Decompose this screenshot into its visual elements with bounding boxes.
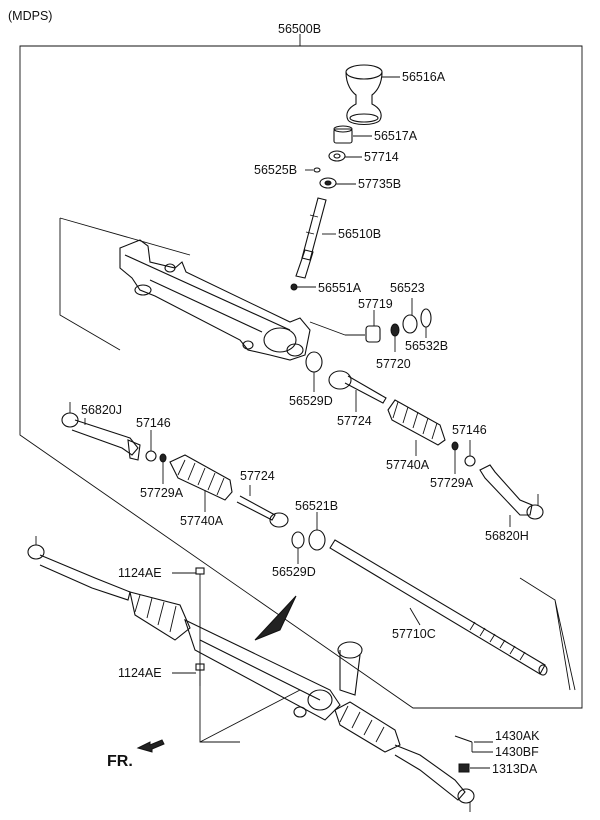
- nut-57146-right: [464, 455, 476, 467]
- ring-56529D-upper: [305, 351, 323, 373]
- system-tag: (MDPS): [8, 9, 53, 23]
- ball-56551A: [290, 283, 298, 291]
- part-label-57714: 57714: [364, 150, 399, 164]
- part-label-56516A: 56516A: [402, 70, 446, 84]
- pinion-shaft-56510B: [295, 197, 327, 279]
- bellows-boot-57740A-left: [169, 454, 233, 501]
- part-label-1124AE-upper: 1124AE: [118, 566, 162, 580]
- washer-56525B: [313, 167, 321, 173]
- part-label-57735B: 57735B: [358, 177, 402, 191]
- inner-tie-rod-57724-lower: [236, 495, 289, 528]
- part-label-57720: 57720: [376, 357, 411, 371]
- guide-lines-lower: [519, 577, 576, 691]
- part-label-57729A-right: 57729A: [430, 476, 474, 490]
- part-label-56529D-upper: 56529D: [289, 394, 333, 408]
- bolt-1124AE-upper: [195, 567, 205, 590]
- part-label-1430AK: 1430AK: [495, 729, 540, 743]
- part-label-57146-left: 57146: [136, 416, 171, 430]
- outer-tie-rod-56820H: [479, 464, 544, 520]
- dust-cover-56516A: [345, 64, 383, 126]
- rack-bar-57710C: [329, 539, 548, 676]
- part-label-57146-right: 57146: [452, 423, 487, 437]
- part-label-56523: 56523: [390, 281, 425, 295]
- ring-56529D-lower: [291, 531, 305, 549]
- yoke-plug-57719: [365, 325, 381, 343]
- part-label-56521B: 56521B: [295, 499, 339, 513]
- part-label-57724-lower: 57724: [240, 469, 275, 483]
- assembly-boundary: [19, 34, 583, 709]
- bushing-56517A: [333, 125, 353, 144]
- washer-57735B: [319, 177, 337, 189]
- part-label-56551A: 56551A: [318, 281, 362, 295]
- inner-tie-rod-57724-upper: [328, 370, 387, 404]
- washer-56532B: [420, 308, 432, 328]
- clip-57729A-right: [451, 441, 459, 451]
- part-label-57740A-left: 57740A: [180, 514, 224, 528]
- part-label-56820J: 56820J: [81, 403, 123, 417]
- part-label-1124AE-lower: 1124AE: [118, 666, 162, 680]
- part-label-57710C: 57710C: [392, 627, 436, 641]
- nut-57714: [328, 150, 346, 162]
- part-label-1313DA: 1313DA: [492, 762, 538, 776]
- guide-lines-upper: [59, 217, 365, 351]
- front-direction-arrow: [136, 739, 165, 753]
- spring-57720: [390, 323, 400, 337]
- pin-1430AK: [454, 735, 473, 743]
- part-label-56525B: 56525B: [254, 163, 298, 177]
- leader-lines: [84, 76, 511, 769]
- part-label-57724-upper: 57724: [337, 414, 372, 428]
- part-label-56510B: 56510B: [338, 227, 382, 241]
- nut-1313DA: [458, 763, 470, 773]
- part-label-56529D-lower: 56529D: [272, 565, 316, 579]
- assembly-arrow: [254, 595, 297, 641]
- assembly-number-label: 56500B: [278, 22, 322, 36]
- part-label-1430BF: 1430BF: [495, 745, 539, 759]
- front-direction-label: FR.: [107, 753, 133, 770]
- seal-56523: [402, 314, 418, 334]
- rack-housing-upper: [119, 239, 311, 361]
- part-label-56532B: 56532B: [405, 339, 449, 353]
- bellows-boot-57740A-right: [387, 399, 446, 446]
- gear-assembly-complete: [27, 536, 475, 812]
- outer-tie-rod-56820J: [61, 402, 141, 461]
- clip-57729A-left: [159, 453, 167, 463]
- seal-56521B: [308, 529, 326, 551]
- part-label-56820H: 56820H: [485, 529, 529, 543]
- part-label-57729A-left: 57729A: [140, 486, 184, 500]
- part-label-57740A-right: 57740A: [386, 458, 430, 472]
- nut-57146-left: [145, 450, 157, 462]
- part-label-57719: 57719: [358, 297, 393, 311]
- part-label-56517A: 56517A: [374, 129, 418, 143]
